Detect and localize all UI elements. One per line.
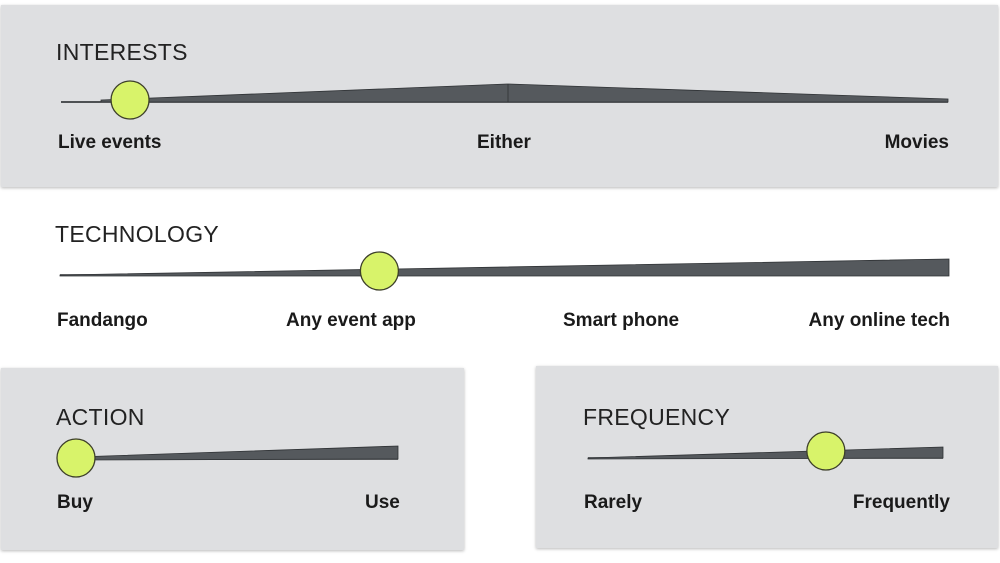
action-slider-knob[interactable]	[56, 438, 96, 478]
interests-panel: INTERESTS Live events Either Movies	[1, 5, 998, 187]
technology-title: TECHNOLOGY	[55, 221, 220, 247]
action-label-buy: Buy	[57, 492, 93, 513]
interests-slider-knob[interactable]	[110, 80, 150, 120]
action-title: ACTION	[56, 404, 145, 430]
frequency-label-rarely: Rarely	[584, 492, 643, 513]
technology-scale[interactable]	[0, 200, 1000, 350]
technology-label-any-event-app: Any event app	[286, 310, 416, 331]
action-wedge	[75, 445, 399, 461]
interests-title: INTERESTS	[56, 39, 188, 65]
interests-label-either: Either	[477, 132, 531, 153]
frequency-scale[interactable]	[536, 366, 998, 548]
technology-wedge	[59, 258, 950, 277]
interests-label-live-events: Live events	[58, 132, 162, 153]
frequency-title: FREQUENCY	[583, 404, 731, 430]
interests-scale[interactable]	[1, 5, 998, 187]
technology-label-any-online-tech: Any online tech	[808, 310, 950, 331]
action-label-use: Use	[365, 492, 400, 513]
frequency-label-frequently: Frequently	[852, 492, 950, 513]
action-scale[interactable]	[1, 368, 464, 550]
technology-label-smart-phone: Smart phone	[563, 310, 680, 331]
action-panel: ACTION Buy Use	[1, 368, 464, 550]
interests-wedge	[100, 83, 949, 103]
frequency-slider-knob[interactable]	[806, 431, 846, 471]
frequency-wedge	[587, 446, 944, 460]
frequency-panel: FREQUENCY Rarely Frequently	[536, 366, 998, 548]
technology-label-fandango: Fandango	[57, 310, 148, 331]
technology-slider-knob[interactable]	[359, 251, 400, 291]
interests-label-movies: Movies	[884, 132, 949, 153]
technology-panel: TECHNOLOGY Fandango Any event app Smart …	[0, 200, 1000, 350]
